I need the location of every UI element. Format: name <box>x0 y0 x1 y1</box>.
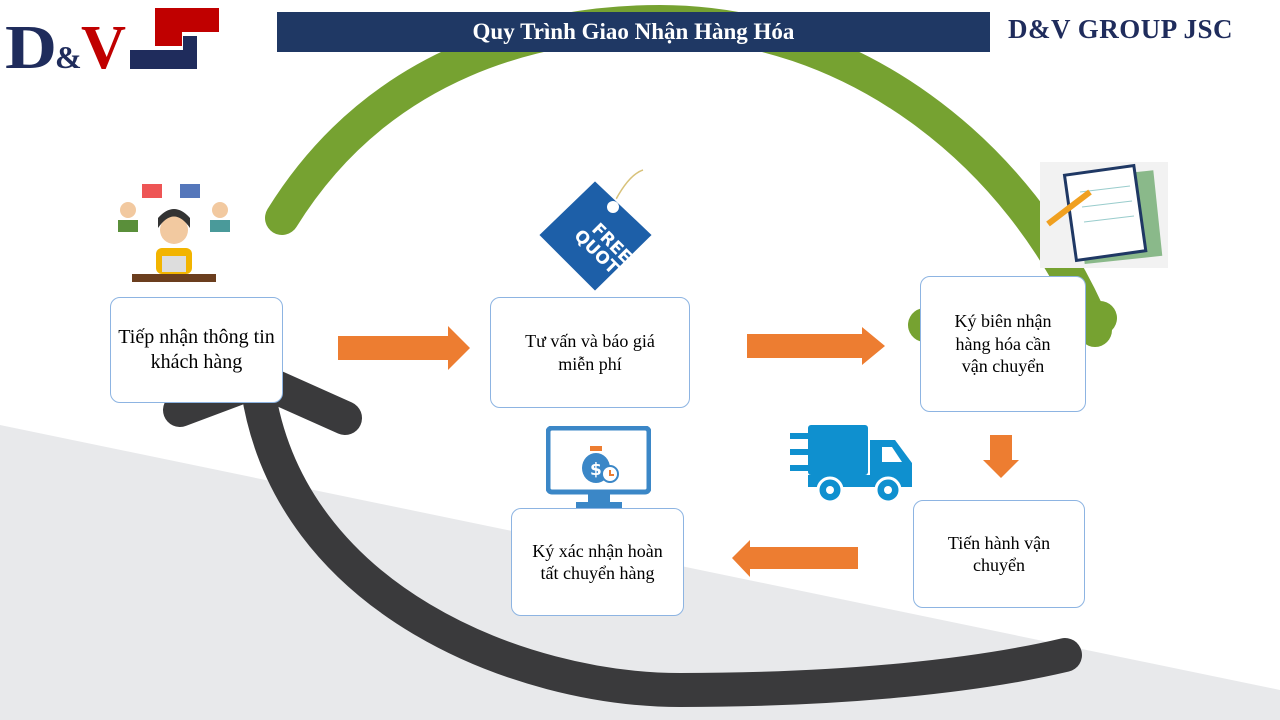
step-5-box: Ký xác nhận hoàn tất chuyển hàng <box>511 508 684 616</box>
payment-monitor-icon: $ <box>546 426 651 508</box>
step-2-box: Tư vấn và báo giá miễn phí <box>490 297 690 408</box>
page-title: Quy Trình Giao Nhận Hàng Hóa <box>277 12 990 52</box>
step-1-label: Tiếp nhận thông tin khách hàng <box>118 326 275 373</box>
step-2-label: Tư vấn và báo giá miễn phí <box>525 331 655 374</box>
svg-text:$: $ <box>590 460 602 480</box>
cycle-arc-dark <box>241 373 1082 708</box>
step-5-label: Ký xác nhận hoàn tất chuyển hàng <box>532 540 663 584</box>
step-3-label: Ký biên nhận hàng hóa cần vận chuyển <box>954 311 1052 377</box>
arrow-left <box>732 540 858 577</box>
step-4-box: Tiến hành vận chuyển <box>913 500 1085 608</box>
notebook-icon <box>1040 162 1168 268</box>
step-4-label: Tiến hành vận chuyển <box>947 532 1051 576</box>
company-name: D&V GROUP JSC <box>1008 14 1234 44</box>
dv-logo: D & V <box>5 8 219 72</box>
arrow-right-2 <box>747 327 885 365</box>
step-3-box: Ký biên nhận hàng hóa cần vận chuyển <box>920 276 1086 412</box>
step-1-box: Tiếp nhận thông tin khách hàng <box>110 297 283 403</box>
customer-service-icon <box>118 184 230 282</box>
svg-text:&: & <box>55 39 82 72</box>
arrow-down <box>983 435 1019 478</box>
svg-text:D: D <box>5 14 57 72</box>
free-quote-tag-icon: FREE QUOTE <box>536 169 655 294</box>
svg-text:V: V <box>81 14 126 72</box>
delivery-truck-icon <box>790 425 912 504</box>
arrow-right-1 <box>338 326 470 370</box>
